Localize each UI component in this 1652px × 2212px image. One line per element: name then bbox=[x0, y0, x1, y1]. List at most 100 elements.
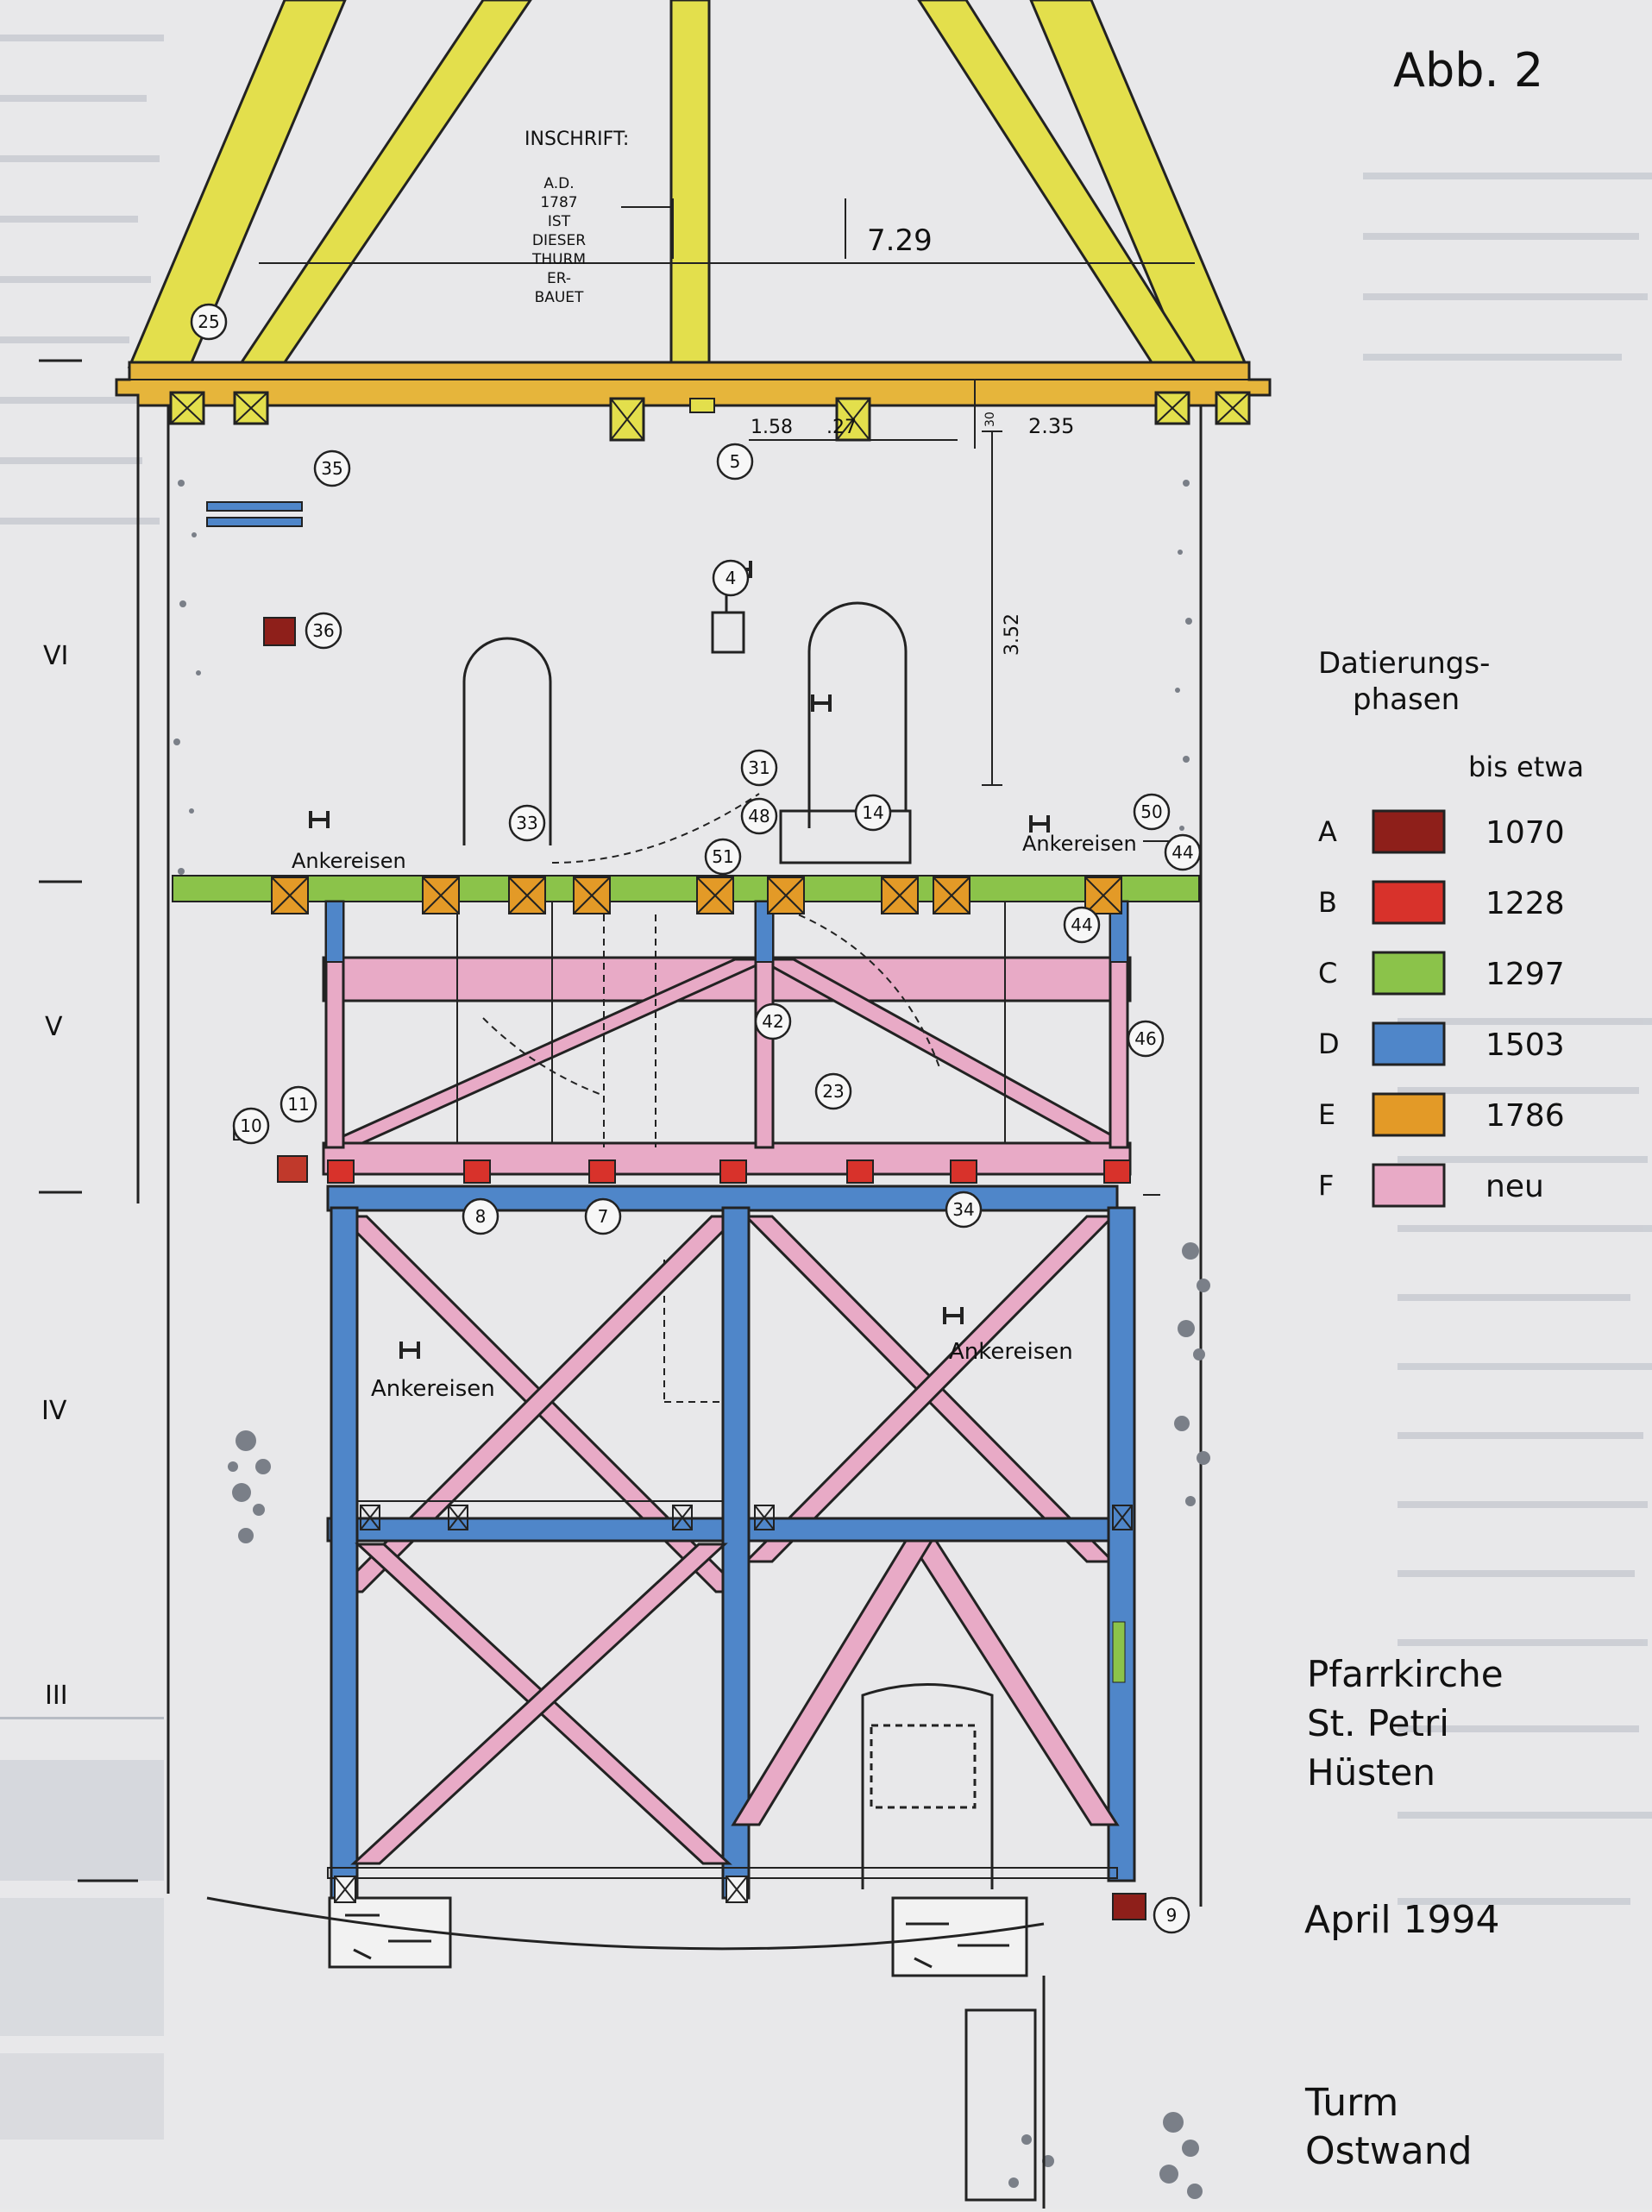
dimension-labels: 7.29 1.58 .27 2.35 3.52 30 bbox=[751, 223, 1074, 656]
dim-bay-1: 1.58 bbox=[751, 417, 793, 438]
inscription-line: 1787 bbox=[540, 194, 577, 211]
marker-number: 35 bbox=[321, 458, 342, 479]
dim-bay-3: 2.35 bbox=[1028, 414, 1074, 438]
ankereisen-label: Ankereisen bbox=[292, 849, 406, 873]
legend-year: 1228 bbox=[1486, 886, 1565, 921]
marker-number: 8 bbox=[475, 1206, 487, 1227]
dim-bay-2: .27 bbox=[826, 417, 857, 438]
dimension-lines bbox=[259, 198, 1195, 1196]
floor-level-ticks bbox=[39, 359, 138, 1882]
wall-stone-shading bbox=[173, 480, 1210, 2199]
marker-number: 14 bbox=[862, 802, 883, 823]
inscription-line: BAUET bbox=[535, 289, 584, 306]
stair-outline bbox=[482, 793, 941, 1403]
marker-number: 44 bbox=[1071, 914, 1092, 935]
inscription-line: THURM bbox=[531, 251, 586, 268]
marker-number: 42 bbox=[762, 1011, 783, 1032]
legend-letter: F bbox=[1318, 1169, 1334, 1202]
marker-23: 23 bbox=[814, 1072, 852, 1110]
legend-year: 1070 bbox=[1486, 815, 1565, 851]
figure-label: Abb. 2 bbox=[1393, 43, 1543, 97]
beam-ends-phase-b bbox=[277, 1155, 1131, 1184]
marker-42: 42 bbox=[754, 1002, 792, 1040]
marker-number: 23 bbox=[822, 1081, 844, 1102]
legend-column-header: bis etwa bbox=[1468, 751, 1584, 783]
marker-44: 44 bbox=[1164, 833, 1202, 871]
inscription: INSCHRIFT: A.D. 1787 IST DIESER THURM ER… bbox=[524, 129, 629, 306]
floor-iv-frame bbox=[326, 1185, 1136, 1900]
marker-14: 14 bbox=[854, 794, 892, 832]
marker-10: 10 bbox=[232, 1107, 270, 1145]
marker-33: 33 bbox=[508, 804, 546, 842]
legend-letter: B bbox=[1318, 886, 1337, 919]
inscription-line: ER- bbox=[547, 270, 571, 287]
caption-church: St. Petri bbox=[1307, 1702, 1449, 1744]
inscription-heading: INSCHRIFT: bbox=[524, 129, 629, 150]
inscription-line: DIESER bbox=[532, 232, 586, 249]
marker-7: 7 bbox=[584, 1197, 622, 1235]
floor-label-v: V bbox=[45, 1012, 63, 1042]
marker-35: 35 bbox=[313, 449, 351, 487]
beam-35 bbox=[206, 501, 303, 527]
top-beam-crosses bbox=[170, 392, 1250, 441]
drawing-caption: Pfarrkirche St. Petri Hüsten April 1994 … bbox=[1304, 1653, 1504, 2173]
marker-8: 8 bbox=[462, 1197, 499, 1235]
marker-44: 44 bbox=[1063, 906, 1101, 944]
marker-number: 25 bbox=[198, 311, 219, 332]
foundation-masonry bbox=[206, 1896, 1046, 2209]
marker-number: 4 bbox=[725, 568, 737, 588]
small-beam-crosses bbox=[360, 1505, 1133, 1530]
legend-year: 1503 bbox=[1486, 1027, 1565, 1063]
legend-item: E 1786 bbox=[1318, 1092, 1565, 1137]
legend-year: 1297 bbox=[1486, 957, 1565, 992]
marker-4: 4 bbox=[712, 559, 750, 597]
window-arches bbox=[462, 595, 912, 864]
marker-51: 51 bbox=[704, 838, 742, 876]
beam-ends-phase-e bbox=[271, 877, 1122, 914]
marker-5: 5 bbox=[716, 443, 754, 481]
marker-46: 46 bbox=[1127, 1020, 1165, 1058]
beam-9 bbox=[1112, 1893, 1146, 1920]
legend-swatch bbox=[1372, 809, 1446, 854]
inscription-line: IST bbox=[548, 213, 571, 230]
inscription-line: A.D. bbox=[543, 175, 574, 192]
door-opening bbox=[861, 1683, 994, 1889]
marker-number: 33 bbox=[516, 813, 537, 833]
marker-11: 11 bbox=[280, 1085, 317, 1123]
legend-year: neu bbox=[1486, 1169, 1544, 1204]
legend-year: 1786 bbox=[1486, 1098, 1565, 1134]
ankereisen-label: Ankereisen bbox=[1022, 832, 1137, 856]
marker-31: 31 bbox=[740, 749, 778, 787]
legend-title: Datierungs- bbox=[1318, 646, 1490, 681]
marker-9: 9 bbox=[1153, 1896, 1190, 1934]
tower-walls bbox=[136, 405, 1203, 1907]
marker-48: 48 bbox=[740, 797, 778, 835]
ankereisen-label: Ankereisen bbox=[949, 1339, 1073, 1365]
dim-vertical-1: 3.52 bbox=[1002, 613, 1023, 656]
marker-number: 46 bbox=[1134, 1028, 1156, 1049]
marker-number: 5 bbox=[730, 451, 741, 472]
caption-view: Turm bbox=[1304, 2081, 1398, 2125]
marker-number: 31 bbox=[748, 757, 769, 778]
caption-church: Pfarrkirche bbox=[1307, 1653, 1504, 1695]
marker-25: 25 bbox=[190, 303, 228, 341]
marker-number: 9 bbox=[1166, 1905, 1178, 1926]
marker-number: 7 bbox=[598, 1206, 609, 1227]
marker-number: 11 bbox=[287, 1094, 309, 1115]
marker-number: 51 bbox=[712, 846, 733, 867]
floor-v-frame bbox=[172, 875, 1200, 1176]
beam-markers: 25 35 36 5 4 31 48 14 50 33 51 44 44 42 46 23 11 10 8 7 34 9 bbox=[190, 303, 1202, 1934]
legend-letter: E bbox=[1318, 1098, 1335, 1131]
marker-number: 50 bbox=[1140, 801, 1162, 822]
marker-34: 34 bbox=[945, 1191, 983, 1229]
legend-item: B 1228 bbox=[1318, 880, 1565, 925]
floor-label-iii: III bbox=[45, 1681, 68, 1711]
legend-swatch bbox=[1372, 1092, 1446, 1137]
floor-label-iv: IV bbox=[41, 1396, 67, 1426]
marker-number: 36 bbox=[312, 620, 334, 641]
